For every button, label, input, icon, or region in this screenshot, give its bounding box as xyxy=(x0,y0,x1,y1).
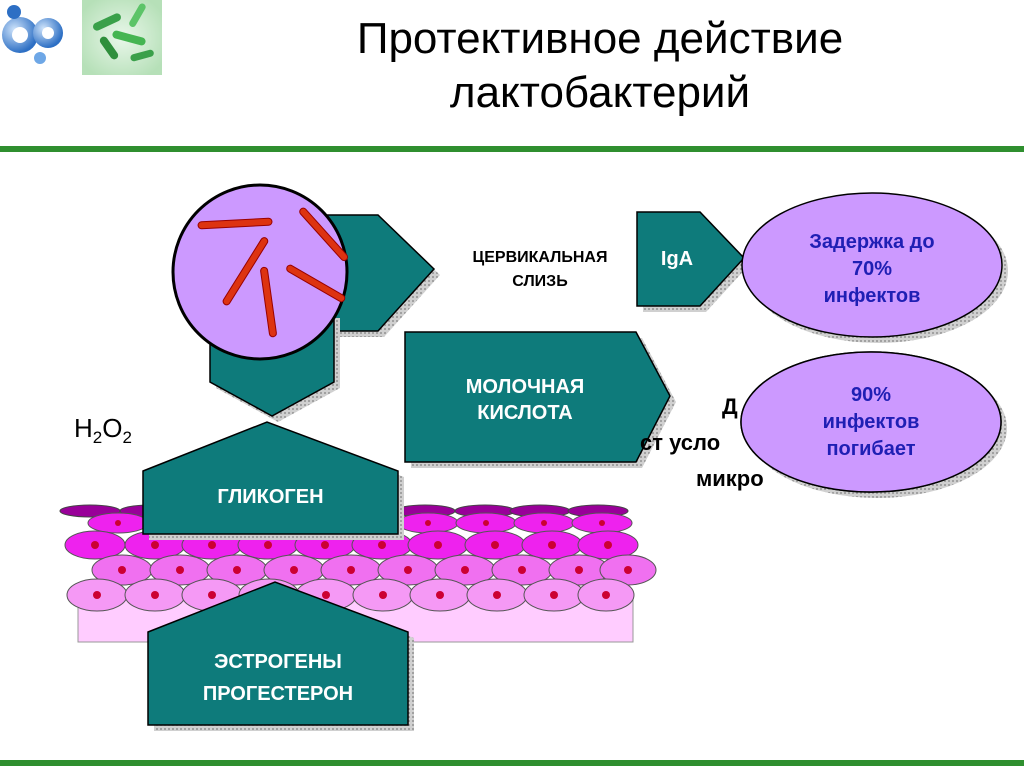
delay-line-2: 70% xyxy=(851,258,893,280)
hidden-text-2: ст усло xyxy=(640,430,721,455)
h2o2-h: H xyxy=(74,413,93,443)
hormones-shape xyxy=(147,581,414,731)
slide-title: Протективное действие лактобактерий xyxy=(270,12,930,120)
h2o2-label: H2O2 xyxy=(74,411,132,455)
lactic-acid-line-2: КИСЛОТА xyxy=(477,402,573,424)
hormones-line-2: ПРОГЕСТЕРОН xyxy=(202,683,354,705)
cervical-mucus-line-1: ЦЕРВИКАЛЬНАЯ xyxy=(472,249,608,266)
delay-line-3: инфектов xyxy=(823,285,921,307)
iga-label: IgA xyxy=(660,248,694,270)
hormones-line-1: ЭСТРОГЕНЫ xyxy=(214,651,342,673)
killed-line-2: инфектов xyxy=(822,411,920,433)
lactic-acid-arrow xyxy=(404,331,676,468)
delay-line-1: Задержка до xyxy=(809,231,935,253)
lactic-acid-label: МОЛОЧНАЯ КИСЛОТА xyxy=(410,374,640,426)
top-rule xyxy=(0,146,1024,152)
logo-circles-icon xyxy=(0,0,78,75)
cervical-mucus-label: ЦЕРВИКАЛЬНАЯ СЛИЗЬ xyxy=(440,246,640,294)
lactobacilli-cell xyxy=(171,183,349,361)
lactic-acid-line-1: МОЛОЧНАЯ xyxy=(465,376,585,398)
cervical-mucus-line-2: СЛИЗЬ xyxy=(512,273,568,290)
hidden-text-3: микро xyxy=(696,466,764,491)
iga-arrow xyxy=(636,211,750,312)
logo-bacteria-icon xyxy=(82,0,162,75)
glycogen-shape xyxy=(142,421,404,540)
delay-oval xyxy=(741,192,1008,343)
hormones-label: ЭСТРОГЕНЫ ПРОГЕСТЕРОН xyxy=(148,646,408,710)
killed-line-1: 90% xyxy=(850,384,892,406)
h2o2-sub-2: 2 xyxy=(122,428,132,448)
title-line-1: Протективное действие xyxy=(356,14,844,63)
h2o2-sub-1: 2 xyxy=(92,428,103,448)
killed-label: 90% инфектов погибает xyxy=(771,382,971,463)
bottom-rule xyxy=(0,760,1024,766)
h2o2-o: O xyxy=(102,413,123,443)
glycogen-label: ГЛИКОГЕН xyxy=(217,486,324,508)
delay-label: Задержка до 70% инфектов xyxy=(772,229,972,310)
hidden-text-1: Д xyxy=(722,394,738,419)
title-line-2: лактобактерий xyxy=(449,68,751,117)
killed-line-3: погибает xyxy=(826,438,916,460)
